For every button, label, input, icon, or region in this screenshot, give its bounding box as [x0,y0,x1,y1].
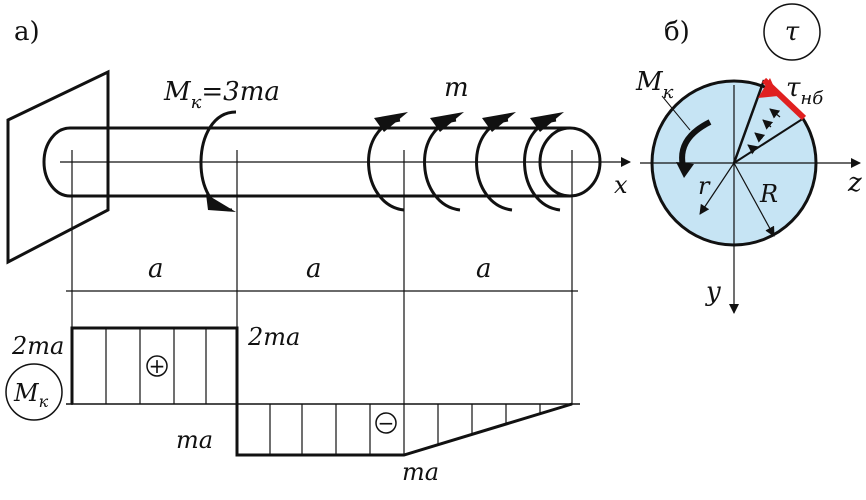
distributed-moments [367,112,564,212]
diagram-neg-end-value: ma [402,458,439,486]
x-axis-label: x [614,171,628,199]
negative-sign-circle [375,412,397,434]
section-moment-label: Mк [635,67,674,103]
segment-length-3: a [476,254,492,284]
z-axis-label: z [847,168,862,198]
concentrated-moment [199,110,237,212]
negative-region: − [235,402,573,457]
segment-length-1: a [148,254,164,284]
distributed-moment-label: m [444,73,469,103]
segment-length-2: a [306,254,322,284]
radius-R-line [733,162,775,237]
max-stress-label: τнб [786,73,824,109]
diagram-right-value: 2ma [247,323,300,351]
diagram-left-value: 2ma [11,332,64,360]
radius-r-line [699,162,735,215]
moment-label: Mк=3ma [163,77,280,113]
part-b-label: б) [664,17,690,47]
positive-sign: + [149,354,166,378]
radius-R-label: R [759,180,778,208]
part-a-label: а) [14,17,40,47]
diagram-neg-start-value: ma [176,426,213,454]
tau-label: τ [785,17,800,47]
stress-distribution [732,77,807,164]
tau-label-circle [763,3,821,61]
diagram-label-circle [5,363,63,421]
diagram-label: Mк [13,379,49,411]
y-axis-label: y [705,277,721,307]
section-moment-arrow [661,95,712,178]
fixed-wall [6,69,110,265]
positive-region: + [70,326,239,404]
radius-r-label: r [698,172,711,200]
positive-sign-circle [146,355,168,377]
negative-sign: − [378,411,395,435]
